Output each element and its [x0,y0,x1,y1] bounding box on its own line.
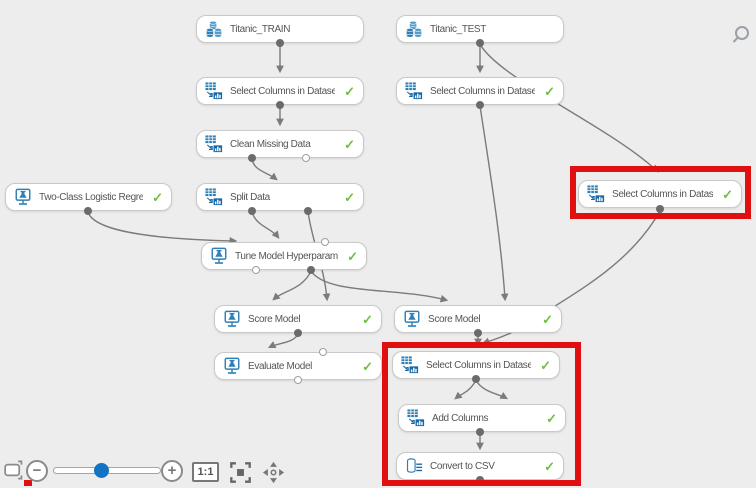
check-icon: ✓ [362,311,373,327]
select-columns-test[interactable]: Select Columns in Dataset ✓ [396,77,564,105]
port[interactable] [321,238,329,246]
minimap-toggle-icon[interactable] [2,457,30,483]
zoom-slider-thumb[interactable] [94,463,109,478]
transform-icon [587,185,605,203]
port[interactable] [476,428,484,436]
node-label: Score Model [428,313,481,325]
edge-select-columns-test-to-score-model-right [479,105,509,302]
tune-model-hyperparameters[interactable]: Tune Model Hyperparameters ✓ [201,242,367,270]
clean-missing-data[interactable]: Clean Missing Data ✓ [196,130,364,158]
dataset-icon [405,20,423,38]
edge-clean-missing-data-to-split-data [251,158,278,181]
model-icon [223,310,241,328]
model-icon [14,188,32,206]
two-class-logistic-regression[interactable]: Two-Class Logistic Regression ✓ [5,183,172,211]
port[interactable] [304,207,312,215]
zoom-out-button[interactable]: − [26,460,48,482]
port[interactable] [248,154,256,162]
zoom-in-button[interactable]: + [161,460,183,482]
port[interactable] [276,101,284,109]
port[interactable] [294,329,302,337]
port[interactable] [276,39,284,47]
edge-tune-model-hyperparameters-to-score-model-left [272,270,312,301]
check-icon: ✓ [362,358,373,374]
highlight-output-branch [382,342,581,486]
edge-tune-model-hyperparameters-to-score-model-right [310,270,449,303]
transform-icon [205,188,223,206]
model-icon [210,247,228,265]
transform-icon [205,135,223,153]
edge-score-model-left-to-evaluate-model [267,333,299,349]
node-label: Tune Model Hyperparameters [235,250,338,262]
node-label: Select Columns in Dataset [612,188,714,200]
node-label: Clean Missing Data [230,138,311,150]
check-icon: ✓ [344,83,355,99]
evaluate-model[interactable]: Evaluate Model ✓ [214,352,382,380]
select-columns-output[interactable]: Select Columns in Dataset ✓ [392,351,560,379]
port[interactable] [248,207,256,215]
transform-icon [405,82,423,100]
pan-icon[interactable] [261,460,286,485]
check-icon: ✓ [546,410,557,426]
port[interactable] [476,101,484,109]
model-icon [403,310,421,328]
edge-two-class-logistic-regression-to-tune-model-hyperparameters [87,211,238,245]
node-label: Add Columns [432,412,489,424]
node-label: Split Data [230,191,270,203]
node-label: Evaluate Model [248,360,313,372]
edge-split-data-to-tune-model-hyperparameters [251,211,280,239]
check-icon: ✓ [344,136,355,152]
port[interactable] [319,348,327,356]
score-model-left[interactable]: Score Model ✓ [214,305,382,333]
zoom-in-icon: + [167,462,177,479]
titanic-test[interactable]: Titanic_TEST [396,15,564,43]
port[interactable] [294,376,302,384]
csv-icon [405,457,423,475]
actual-size-icon: 1:1 [197,466,214,478]
convert-to-csv[interactable]: Convert to CSV ✓ [396,452,564,480]
port[interactable] [84,207,92,215]
check-icon: ✓ [344,189,355,205]
node-label: Select Columns in Dataset [230,85,336,97]
zoom-out-icon: − [32,462,42,479]
dataset-icon [205,20,223,38]
node-label: Select Columns in Dataset [430,85,536,97]
check-icon: ✓ [540,357,551,373]
search-icon[interactable] [728,24,752,48]
split-data[interactable]: Split Data ✓ [196,183,364,211]
node-label: Convert to CSV [430,460,495,472]
node-label: Score Model [248,313,301,325]
actual-size-button[interactable]: 1:1 [192,462,219,482]
port[interactable] [307,266,315,274]
node-label: Select Columns in Dataset [426,359,532,371]
port[interactable] [474,329,482,337]
transform-icon [401,356,419,374]
port[interactable] [302,154,310,162]
node-label: Titanic_TRAIN [230,23,291,35]
node-label: Two-Class Logistic Regression [39,191,144,203]
transform-icon [407,409,425,427]
port[interactable] [252,266,260,274]
edge-titanic-test-to-select-columns-red [479,43,659,173]
edge-select-columns-output-to-add-columns [475,379,509,400]
check-icon: ✓ [152,189,163,205]
check-icon: ✓ [542,311,553,327]
node-label: Titanic_TEST [430,23,487,35]
check-icon: ✓ [544,458,555,474]
port[interactable] [472,375,480,383]
check-icon: ✓ [347,248,358,264]
model-icon [223,357,241,375]
minimap-red-mark [24,480,32,486]
transform-icon [205,82,223,100]
port[interactable] [656,205,664,213]
fit-to-screen-icon[interactable] [229,461,252,484]
check-icon: ✓ [722,186,733,202]
port[interactable] [476,39,484,47]
highlight-select-columns-red [570,166,751,219]
check-icon: ✓ [544,83,555,99]
